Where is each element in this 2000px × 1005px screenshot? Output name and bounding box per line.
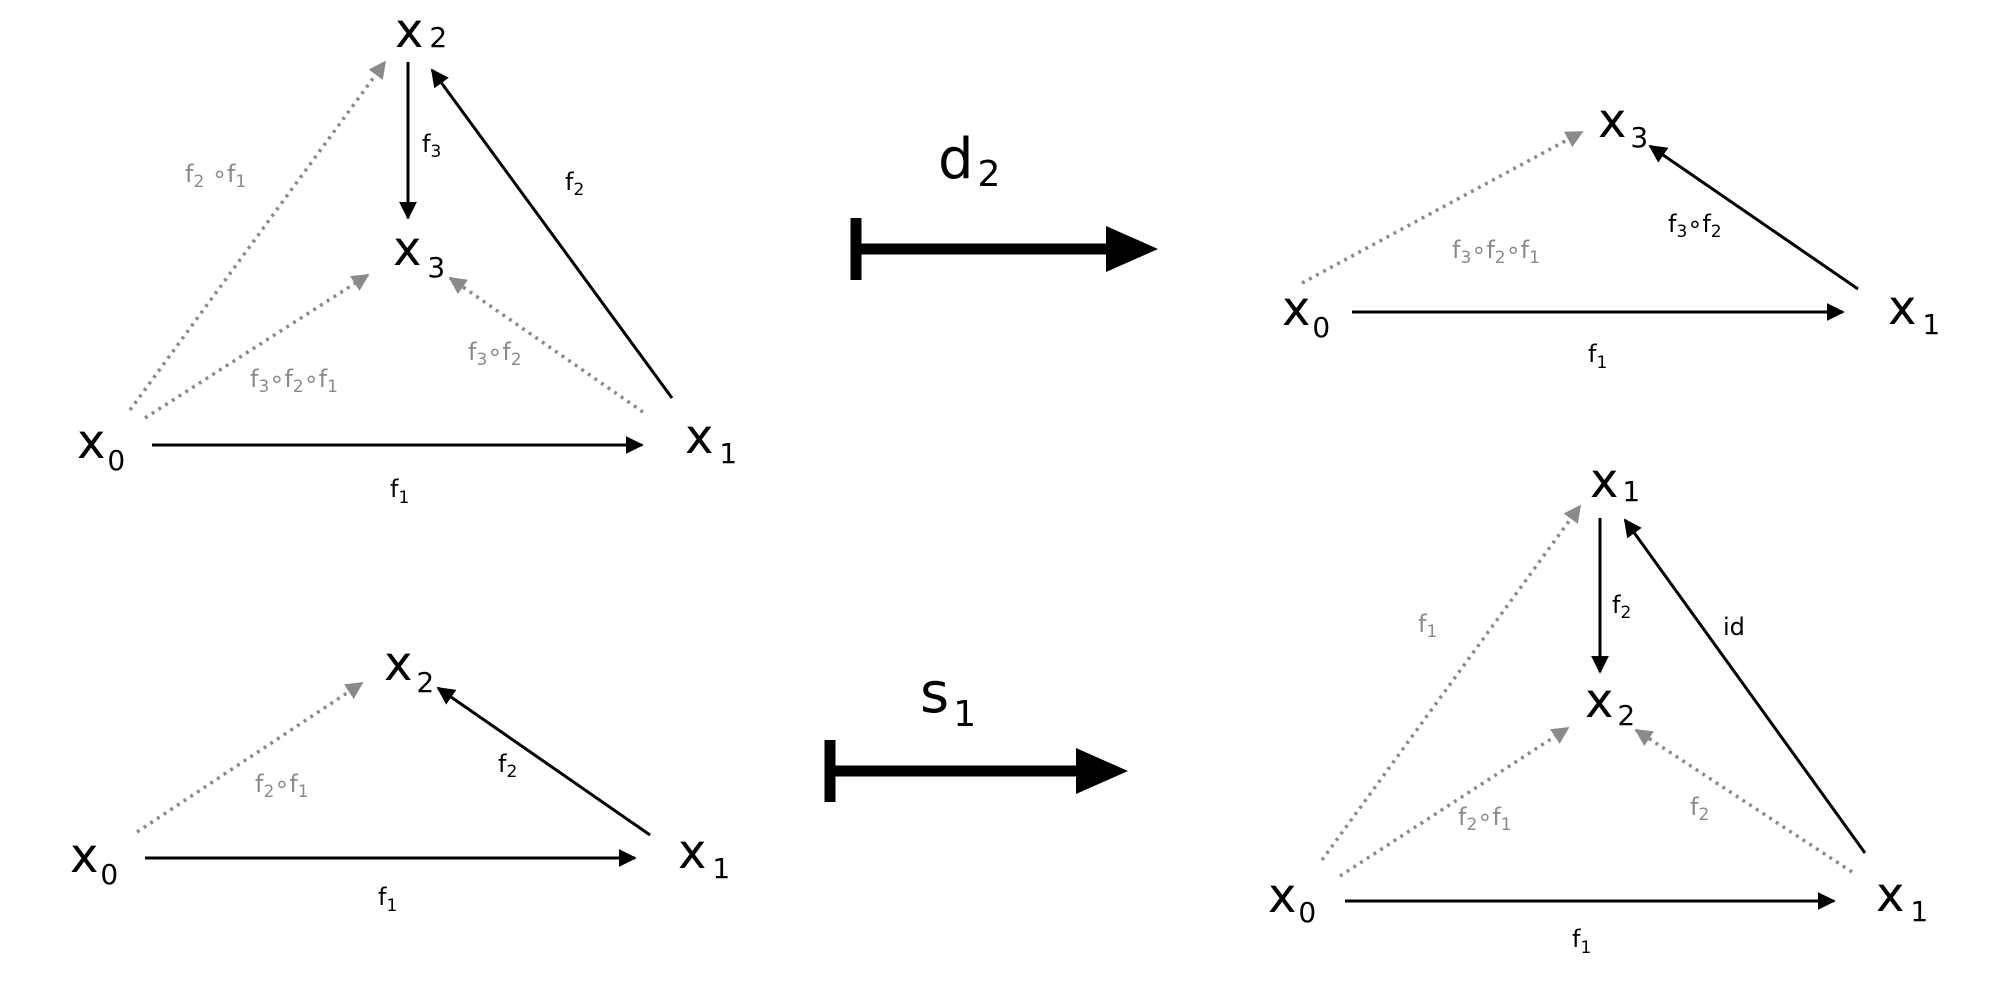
label-f2: f2 [498,750,517,782]
label-f1: f1 [390,475,409,508]
arrow-x0-x2-dotted [128,60,387,412]
label-f2: f2 [1612,591,1631,623]
label-f2-circ-f1: f2 ∘f1 [185,160,246,192]
label-f1: f1 [1572,925,1591,958]
mapsto-head-s1 [1076,748,1128,794]
arrow-x0-x1top-dotted [1320,504,1582,862]
label-f2: f2 [565,168,584,200]
arrow-x1-x2-dotted [1634,728,1853,874]
arrow-x1-x2 [430,68,674,399]
label-f1-dotted: f1 [1418,610,1437,642]
label-f3-circ-f2: f3∘f2 [468,338,522,370]
node-x0: x0 [1282,281,1330,344]
label-f3-circ-f2: f3∘f2 [1668,210,1722,242]
label-f1: f1 [378,883,397,916]
node-x0: x0 [70,828,118,891]
label-f2-circ-f1: f2∘f1 [1458,803,1512,835]
node-x0: x0 [77,414,125,477]
label-f2-dotted: f2 [1690,793,1709,825]
arrow-x1-x3-dotted [448,276,644,414]
arrow-x1-x1top-id [1623,518,1867,854]
label-f3-circ-f2-circ-f1: f3∘f2∘f1 [1452,236,1540,268]
label-f3: f3 [422,130,441,162]
label-f2-circ-f1: f2∘f1 [255,770,309,802]
label-f1: f1 [1588,340,1607,373]
label-id: id [1723,613,1745,641]
arrow-x0-x2-dotted [136,681,364,834]
arrow-x1-x2 [436,686,651,837]
label-f3-circ-f2-circ-f1: f3∘f2∘f1 [250,365,338,397]
arrow-x0-x2-dotted [1339,726,1570,878]
node-x0: x0 [1268,868,1316,929]
arrow-x0-x3-dotted [1301,130,1584,285]
arrow-x1-x3 [1648,144,1859,291]
mapsto-head-d2 [1106,226,1158,272]
